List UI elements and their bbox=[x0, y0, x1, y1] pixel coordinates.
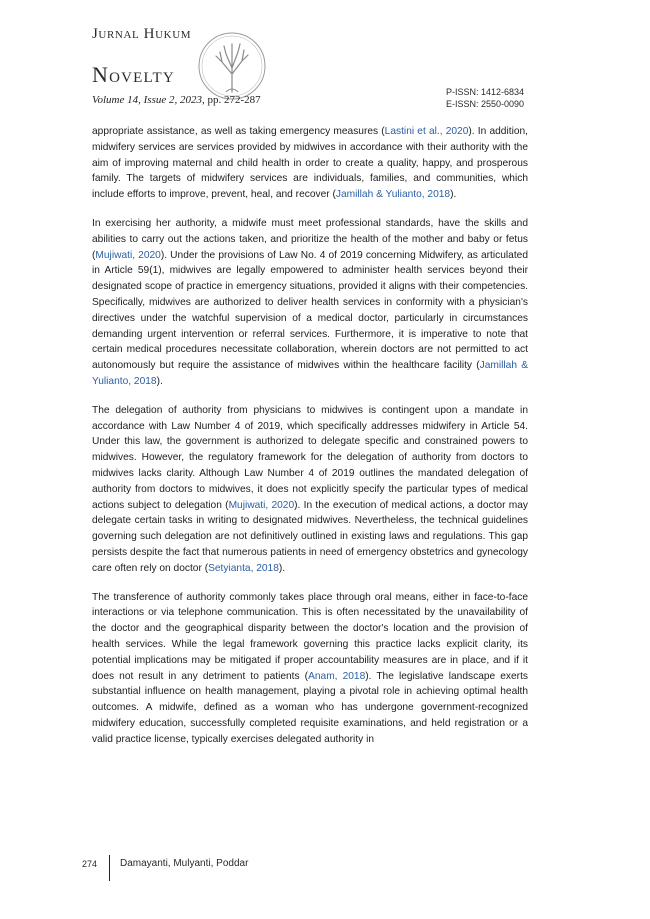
e-issn: E-ISSN: 2550-0090 bbox=[445, 99, 524, 109]
citation-link[interactable]: Mujiwati, 2020 bbox=[228, 499, 295, 511]
citation-link[interactable]: Setyianta, 2018 bbox=[208, 562, 279, 574]
paragraph-text: ). In addition, midwifery services are s… bbox=[92, 126, 528, 201]
issn-block: P-ISSN: 1412-6834 E-ISSN: 2550-0090 bbox=[446, 86, 524, 110]
article-body: appropriate assistance, as well as takin… bbox=[92, 124, 528, 760]
page-footer: 274 Damayanti, Mulyanti, Poddar bbox=[70, 853, 470, 883]
body-paragraph: In exercising her authority, a midwife m… bbox=[92, 216, 528, 390]
running-authors: Damayanti, Mulyanti, Poddar bbox=[120, 858, 249, 869]
journal-name-line1: Jurnal Hukum bbox=[92, 26, 192, 42]
paragraph-text: ). Under the provisions of Law No. 4 of … bbox=[92, 249, 528, 372]
paragraph-text: The transference of authority commonly t… bbox=[92, 591, 528, 682]
body-paragraph: appropriate assistance, as well as takin… bbox=[92, 124, 528, 203]
volume-issue: Volume 14, Issue 2, 2023 bbox=[92, 94, 202, 106]
citation-link[interactable]: Lastini et al., 2020 bbox=[384, 126, 469, 137]
paragraph-text: ). In the execution of medical actions, … bbox=[92, 499, 528, 574]
paragraph-text: ). The legislative landscape exerts subs… bbox=[92, 670, 528, 745]
paragraph-text: ). bbox=[156, 375, 163, 387]
paragraph-text: ). bbox=[450, 189, 457, 201]
paragraph-text: appropriate assistance, as well as takin… bbox=[92, 126, 385, 137]
paragraph-text: In exercising her authority, a midwife m… bbox=[92, 217, 528, 261]
page-number: 274 bbox=[82, 859, 98, 869]
body-paragraph: The transference of authority commonly t… bbox=[92, 590, 528, 748]
paragraph-text: ). bbox=[278, 562, 286, 574]
volume-info: Volume 14, Issue 2, 2023, pp. 272-287 bbox=[92, 94, 261, 106]
citation-link[interactable]: Anam, 2018 bbox=[308, 670, 366, 682]
citation-link[interactable]: Jamillah & Yulianto, 2018 bbox=[335, 189, 451, 201]
body-paragraph: The delegation of authority from physici… bbox=[92, 403, 528, 577]
p-issn: P-ISSN: 1412-6834 bbox=[445, 87, 524, 97]
citation-link[interactable]: Jamillah & Yulianto, 2018 bbox=[92, 360, 528, 387]
page-range: , pp. 272-287 bbox=[202, 94, 261, 106]
citation-link[interactable]: Mujiwati, 2020 bbox=[95, 249, 161, 261]
footer-divider bbox=[109, 855, 110, 881]
journal-name-line2: Novelty bbox=[92, 62, 175, 87]
paragraph-text: The delegation of authority from physici… bbox=[92, 404, 528, 511]
tree-logo-icon bbox=[198, 32, 266, 100]
journal-header: Jurnal Hukum Novelty Volume 14, Issue 2,… bbox=[92, 22, 532, 112]
